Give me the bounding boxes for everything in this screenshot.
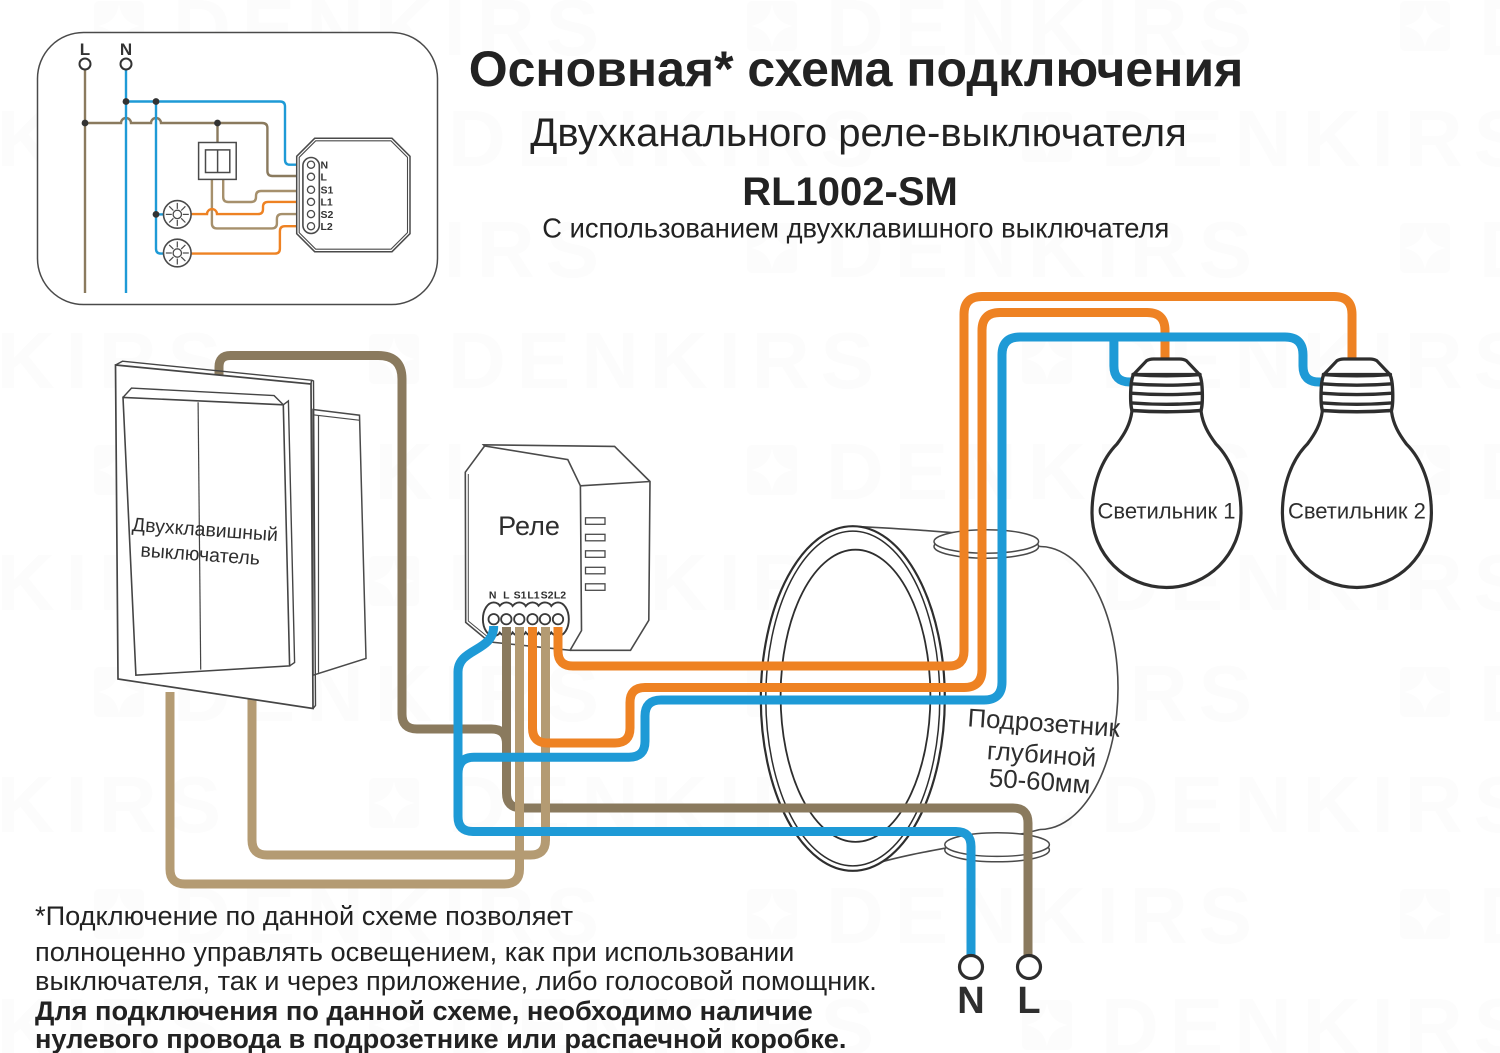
svg-text:Для подключения по данной схем: Для подключения по данной схеме, необход…	[35, 995, 813, 1026]
svg-text:DENKIRS: DENKIRS	[1101, 982, 1500, 1053]
svg-text:полноценно управлять освещение: полноценно управлять освещением, как при…	[35, 936, 794, 967]
svg-text:L2: L2	[321, 221, 333, 233]
svg-text:L: L	[1017, 980, 1040, 1022]
svg-text:DENKIRS: DENKIRS	[1101, 760, 1500, 849]
svg-text:L: L	[321, 172, 328, 184]
svg-text:L: L	[80, 40, 90, 59]
svg-text:N: N	[120, 40, 132, 59]
svg-text:S1: S1	[321, 185, 334, 197]
svg-text:Светильник 1: Светильник 1	[1098, 499, 1236, 524]
svg-text:L1: L1	[321, 197, 333, 209]
svg-text:выключателя, так и через прило: выключателя, так и через приложение, либ…	[35, 965, 877, 996]
svg-text:DENKIRS: DENKIRS	[826, 871, 1263, 960]
svg-text:L2: L2	[554, 590, 566, 602]
svg-text:RL1002-SM: RL1002-SM	[742, 170, 958, 214]
svg-text:DENKIRS: DENKIRS	[1479, 205, 1500, 294]
svg-text:Реле: Реле	[498, 511, 560, 541]
svg-text:DENKIRS: DENKIRS	[448, 316, 885, 405]
svg-text:N: N	[321, 159, 329, 171]
svg-text:DENKIRS: DENKIRS	[0, 760, 232, 849]
svg-text:нулевого провода в подрозетник: нулевого провода в подрозетнике или расп…	[35, 1023, 846, 1053]
svg-text:S2: S2	[541, 590, 554, 602]
svg-text:DENKIRS: DENKIRS	[1479, 871, 1500, 960]
svg-text:С использованием двухклавишног: С использованием двухклавишного выключат…	[542, 213, 1169, 244]
svg-text:DENKIRS: DENKIRS	[1479, 0, 1500, 72]
svg-text:Двухканального реле-выключател: Двухканального реле-выключателя	[530, 111, 1186, 155]
svg-text:DENKIRS: DENKIRS	[1479, 427, 1500, 516]
svg-text:S2: S2	[321, 209, 334, 221]
svg-text:L: L	[503, 590, 510, 602]
svg-text:DENKIRS: DENKIRS	[1479, 649, 1500, 738]
svg-text:S1: S1	[514, 590, 527, 602]
svg-text:N: N	[957, 980, 984, 1022]
svg-text:N: N	[489, 590, 497, 602]
svg-text:*Подключение по данной схеме п: *Подключение по данной схеме позволяет	[35, 900, 573, 931]
svg-text:L1: L1	[527, 590, 539, 602]
svg-text:Основная* схема подключения: Основная* схема подключения	[469, 41, 1244, 97]
svg-text:Светильник 2: Светильник 2	[1288, 499, 1426, 524]
